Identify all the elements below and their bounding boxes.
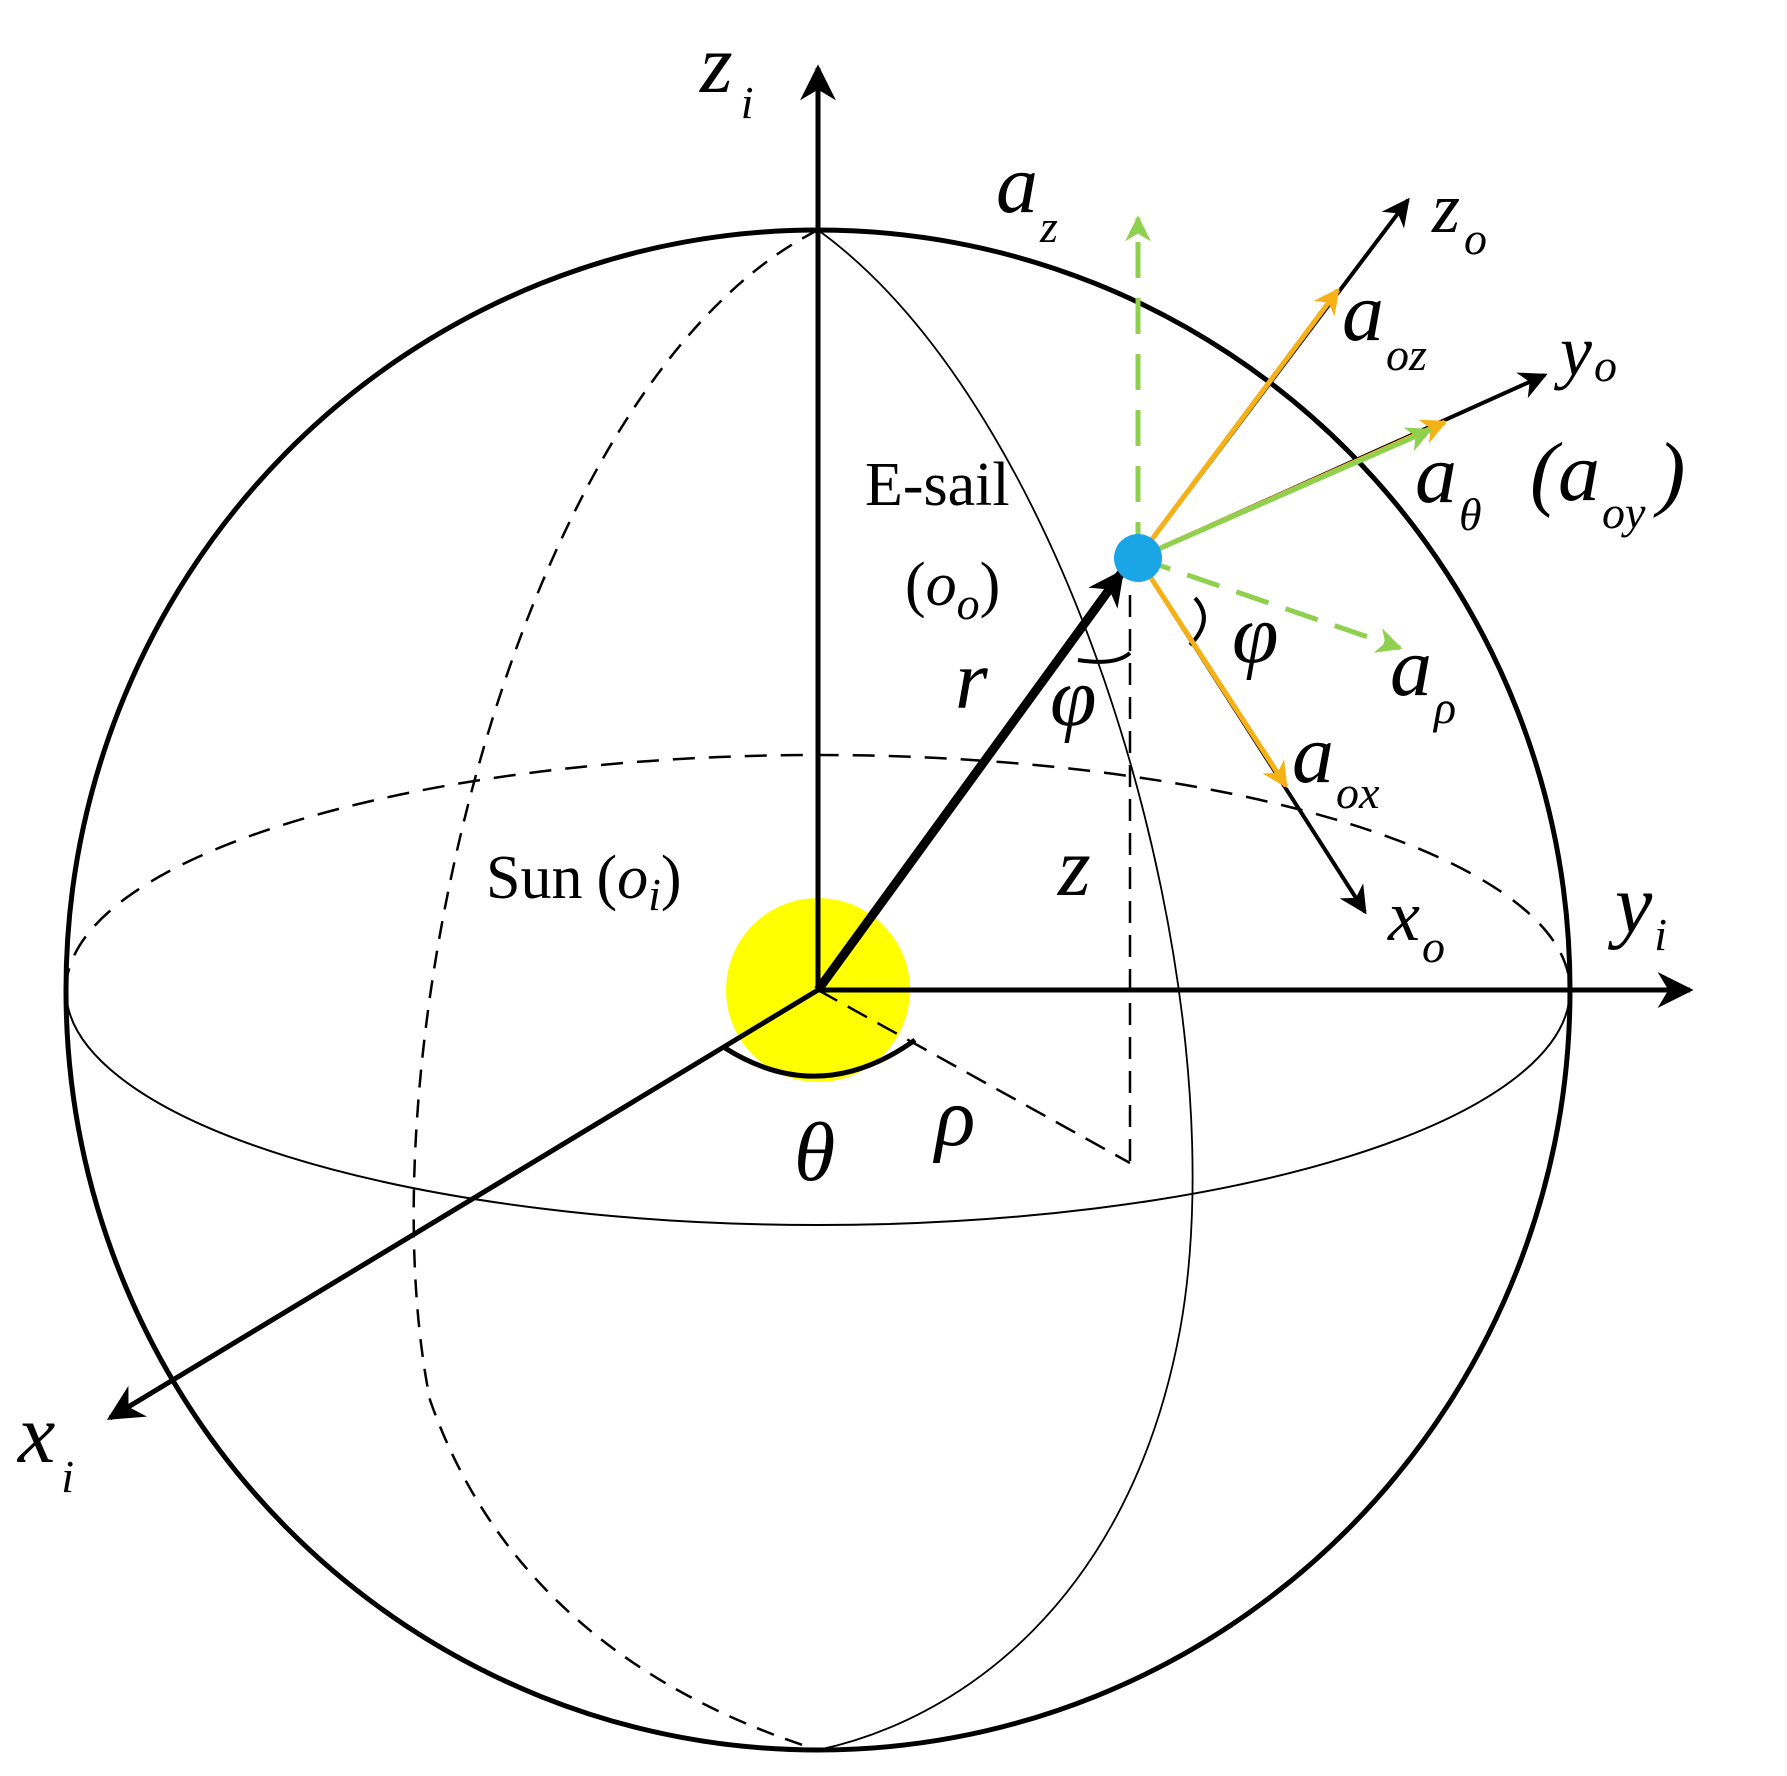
xi-axis xyxy=(106,987,820,1421)
z-label: z xyxy=(1057,821,1091,914)
meridian-front xyxy=(817,229,1194,1751)
yo-label: yo xyxy=(1553,311,1617,391)
aox-vector xyxy=(1135,556,1289,789)
meridian-back xyxy=(412,228,819,1752)
yi-label: yi xyxy=(1607,858,1667,960)
arho-label: aρ xyxy=(1390,621,1456,733)
phi-inner-arc xyxy=(1077,651,1132,664)
rho-dashed-line xyxy=(817,988,1131,1165)
theta-label: θ xyxy=(794,1106,835,1199)
phi-inner-label: φ xyxy=(1050,651,1096,744)
aoz-vector xyxy=(1135,287,1341,560)
theta-arc xyxy=(723,1037,917,1079)
equator-front xyxy=(65,989,1571,1226)
esail-icon xyxy=(1114,534,1162,582)
sun-label: Sun(oi) xyxy=(486,844,682,920)
xo-label: xo xyxy=(1387,876,1445,972)
atheta-vector xyxy=(1136,427,1433,561)
oo-label: (oo) xyxy=(905,551,1000,629)
zo-label: zo xyxy=(1431,168,1487,264)
phi-outer-label: φ xyxy=(1232,588,1278,681)
aoy-label: (aoy) xyxy=(1530,426,1685,538)
esail-label: E-sail xyxy=(865,451,1010,519)
r-vector xyxy=(814,569,1126,993)
aox-label: aox xyxy=(1292,708,1380,818)
atheta-label: aθ xyxy=(1415,428,1482,540)
r-label: r xyxy=(955,634,988,727)
arho-vector xyxy=(1137,555,1403,653)
az-label: az xyxy=(996,138,1058,252)
aoz-label: aoz xyxy=(1342,266,1427,380)
rho-label: ρ xyxy=(932,1071,975,1164)
